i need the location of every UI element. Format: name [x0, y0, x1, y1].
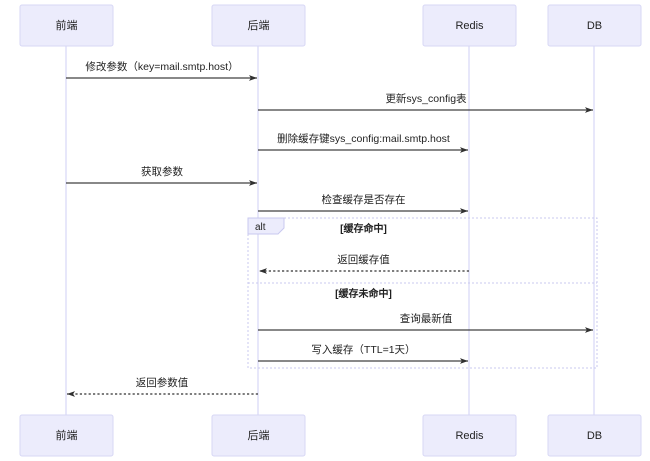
participant-box-redis-top[interactable]: [422, 4, 517, 47]
participant-label-backend-top: 后端: [248, 19, 270, 32]
participant-box-redis-bottom[interactable]: [422, 414, 517, 457]
message-m9: 返回参数值: [67, 376, 258, 397]
participant-db-top[interactable]: DB: [547, 4, 642, 47]
participant-backend-top[interactable]: 后端: [211, 4, 306, 47]
messages-layer: 修改参数（key=mail.smtp.host） 更新sys_config表删除缓…: [66, 60, 593, 397]
message-m1: 修改参数（key=mail.smtp.host）: [66, 60, 257, 81]
message-label-m1: 修改参数（key=mail.smtp.host）: [85, 60, 238, 73]
message-m3: 删除缓存键sys_config:mail.smtp.host: [258, 132, 468, 153]
participant-label-db-top: DB: [587, 20, 602, 32]
participant-box-frontend-bottom[interactable]: [19, 414, 114, 457]
participant-label-redis-bottom: Redis: [455, 430, 484, 442]
message-label-m7: 查询最新值: [400, 312, 453, 325]
participant-label-redis-top: Redis: [455, 20, 484, 32]
participant-frontend-top[interactable]: 前端: [19, 4, 114, 47]
lifelines-layer: [65, 46, 595, 415]
participant-label-backend-bottom: 后端: [248, 429, 270, 442]
message-m5: 检查缓存是否存在: [258, 193, 468, 214]
participant-label-db-bottom: DB: [587, 430, 602, 442]
participant-box-backend-top[interactable]: [211, 4, 306, 47]
participant-box-db-top[interactable]: [547, 4, 642, 47]
alt-operator-label: alt: [255, 222, 266, 233]
participant-box-db-bottom[interactable]: [547, 414, 642, 457]
message-m7: 查询最新值: [258, 312, 593, 333]
message-m8: 写入缓存（TTL=1天）: [258, 343, 468, 364]
participant-label-frontend-bottom: 前端: [56, 428, 78, 442]
participant-redis-bottom[interactable]: Redis: [422, 414, 517, 457]
message-label-m4: 获取参数: [141, 165, 183, 178]
alt-operator-tab: [247, 217, 285, 235]
message-m4: 获取参数: [66, 165, 257, 186]
participant-box-frontend-top[interactable]: [19, 4, 114, 47]
message-label-m3: 删除缓存键sys_config:mail.smtp.host: [277, 132, 450, 145]
message-label-m2: 更新sys_config表: [385, 92, 467, 105]
alt-condition-1: [缓存未命中]: [335, 287, 392, 300]
participant-label-frontend-top: 前端: [56, 18, 78, 32]
message-m6: 返回缓存值: [259, 253, 469, 274]
participant-box-backend-bottom[interactable]: [211, 414, 306, 457]
participant-db-bottom[interactable]: DB: [547, 414, 642, 457]
message-label-m8: 写入缓存（TTL=1天）: [311, 343, 415, 356]
participant-frontend-bottom[interactable]: 前端: [19, 414, 114, 457]
message-m2: 更新sys_config表: [258, 92, 593, 113]
alt-condition-0: [缓存命中]: [340, 222, 387, 235]
message-label-m6: 返回缓存值: [337, 253, 390, 266]
message-label-m9: 返回参数值: [136, 376, 189, 389]
message-label-m5: 检查缓存是否存在: [322, 193, 406, 206]
participant-redis-top[interactable]: Redis: [422, 4, 517, 47]
alt-fragment-layer: alt [缓存命中] [缓存未命中]: [247, 217, 598, 369]
participant-backend-bottom[interactable]: 后端: [211, 414, 306, 457]
alt-fragment-border: [247, 217, 598, 369]
